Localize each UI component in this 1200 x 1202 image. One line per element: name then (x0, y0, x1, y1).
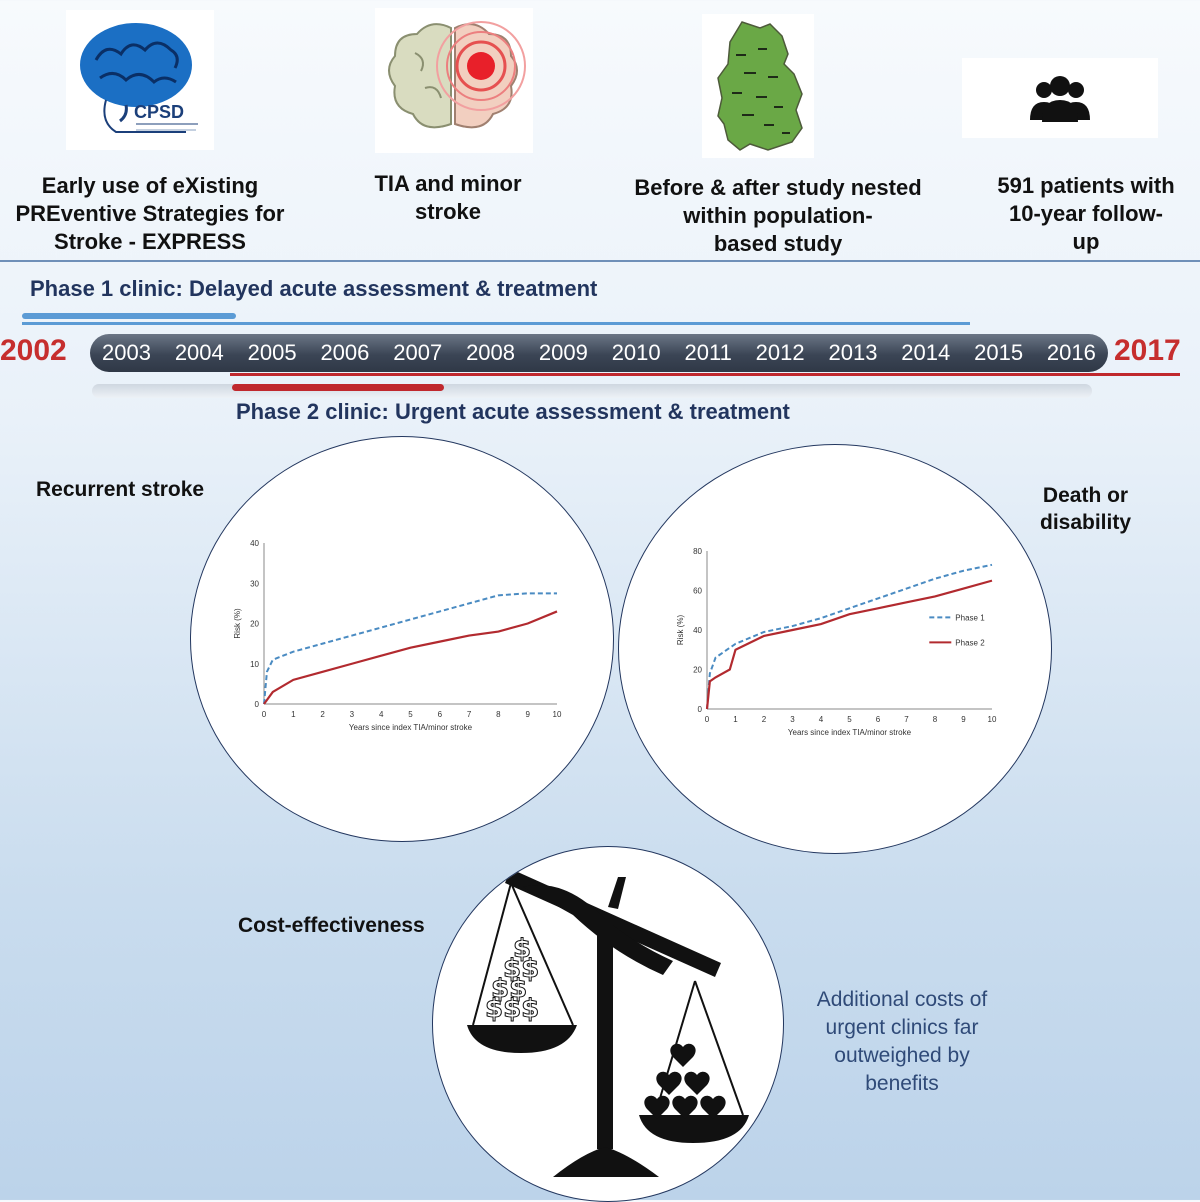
svg-text:$$: $$ (491, 974, 527, 1004)
brain-target-icon (388, 21, 526, 129)
x-tick-label: 10 (553, 710, 562, 719)
brain-tile (375, 8, 533, 153)
x-tick-label: 9 (961, 715, 966, 724)
header-divider (0, 260, 1200, 262)
x-tick-label: 7 (467, 710, 472, 719)
section-recurrent-stroke: Recurrent stroke (36, 478, 205, 501)
y-tick-label: 10 (250, 660, 259, 669)
x-tick-label: 5 (847, 715, 852, 724)
year-label-2011: 2011 (684, 340, 732, 365)
legend-label: Phase 2 (955, 638, 985, 647)
x-tick-label: 5 (408, 710, 413, 719)
year-label-2013: 2013 (828, 340, 878, 365)
section-death-disability: Death or disability (1040, 484, 1132, 534)
year-label-2015: 2015 (974, 340, 1024, 365)
y-tick-label: 20 (250, 620, 259, 629)
people-tile (962, 58, 1158, 138)
series-line-1 (706, 563, 993, 710)
phase2-short-bar (232, 384, 444, 391)
y-tick-label: 60 (693, 587, 702, 596)
year-label-2007: 2007 (393, 340, 443, 365)
series-line-2 (263, 610, 558, 705)
svg-text:$$: $$ (503, 954, 539, 984)
x-tick-label: 4 (819, 715, 824, 724)
y-tick-label: 40 (693, 626, 702, 635)
hearts-icon (644, 1043, 726, 1119)
scales-circle: $$$$$$$$ (432, 846, 784, 1202)
year-label-2003: 2003 (102, 340, 151, 365)
timeline-end-year: 2017 (1114, 334, 1181, 367)
section-cost-effectiveness: Cost-effectiveness (238, 914, 425, 937)
y-axis-label: Risk (%) (676, 615, 685, 646)
series-line-2 (705, 579, 993, 710)
x-tick-label: 0 (705, 715, 710, 724)
y-tick-label: 20 (693, 666, 702, 675)
phase1-short-bar (22, 313, 236, 319)
cpsd-logo: CPSD (66, 10, 214, 150)
series-line-1 (263, 592, 557, 705)
y-tick-label: 40 (250, 539, 259, 548)
phase2-long-line (230, 373, 1180, 376)
year-label-2010: 2010 (611, 340, 661, 365)
header-text-tia: TIA and minor stroke (374, 171, 522, 224)
y-tick-label: 80 (693, 547, 702, 556)
dollar-signs-icon: $$$$$$$$ (485, 934, 540, 1025)
x-tick-label: 3 (350, 710, 355, 719)
timeline-start-year: 2002 (0, 334, 67, 367)
x-tick-label: 0 (262, 710, 267, 719)
x-tick-label: 2 (762, 715, 767, 724)
year-labels: 2003 2004 2005 2006 2007 2008 2009 2010 2011 2012… (90, 334, 1108, 372)
phase1-long-line (22, 322, 970, 325)
x-axis-label: Years since index TIA/minor stroke (349, 723, 473, 732)
legend-label: Phase 1 (955, 613, 985, 622)
cost-note: Additional costs of urgent clinics far o… (816, 988, 988, 1095)
header-text-express: Early use of eXisting PREventive Strateg… (15, 173, 285, 254)
phase1-label: Phase 1 clinic: Delayed acute assessment… (30, 276, 598, 301)
header-text-patients: 591 patients with 10-year follow- up (997, 173, 1175, 254)
year-label-2012: 2012 (755, 340, 805, 365)
map-tile (702, 14, 814, 158)
x-tick-label: 1 (291, 710, 296, 719)
x-tick-label: 9 (525, 710, 530, 719)
x-tick-label: 7 (904, 715, 909, 724)
x-tick-label: 1 (733, 715, 738, 724)
oxfordshire-map-icon (717, 21, 803, 151)
x-tick-label: 6 (438, 710, 443, 719)
x-tick-label: 2 (320, 710, 325, 719)
y-tick-label: 30 (250, 579, 259, 588)
x-axis-label: Years since index TIA/minor stroke (788, 728, 912, 737)
phase2-label: Phase 2 clinic: Urgent acute assessment … (236, 399, 790, 424)
logo-text: CPSD (134, 102, 184, 122)
year-label-2005: 2005 (247, 340, 297, 365)
year-label-2014: 2014 (901, 340, 951, 365)
people-group-icon (1030, 76, 1090, 122)
y-tick-label: 0 (698, 705, 703, 714)
timeline-bar: 2003 2004 2005 2006 2007 2008 2009 2010 2011 2012… (90, 334, 1108, 372)
x-tick-label: 3 (790, 715, 795, 724)
svg-text:$: $ (513, 934, 531, 964)
y-tick-label: 0 (255, 700, 260, 709)
balance-scales-icon: $$$$$$$$ (467, 869, 749, 1177)
year-label-2004: 2004 (174, 340, 224, 365)
x-tick-label: 8 (933, 715, 938, 724)
y-axis-label: Risk (%) (233, 608, 242, 639)
cpsd-brain-logo-icon: CPSD (80, 23, 198, 133)
year-label-2009: 2009 (538, 340, 588, 365)
year-label-2006: 2006 (320, 340, 370, 365)
svg-text:$$$: $$$ (485, 994, 539, 1024)
header-text-study-design: Before & after study nested within popul… (634, 175, 922, 256)
year-label-2016: 2016 (1046, 340, 1096, 365)
year-label-2008: 2008 (466, 340, 516, 365)
x-tick-label: 10 (988, 715, 997, 724)
x-tick-label: 4 (379, 710, 384, 719)
x-tick-label: 6 (876, 715, 881, 724)
x-tick-label: 8 (496, 710, 501, 719)
